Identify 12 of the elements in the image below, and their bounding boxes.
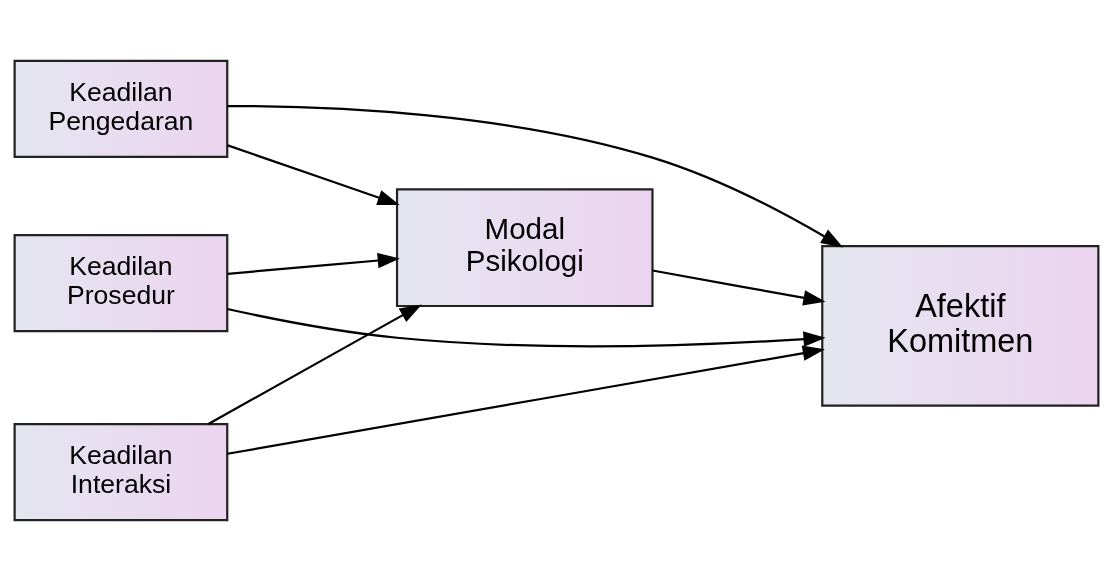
node-box: Modal Psikologi <box>395 188 654 308</box>
arrow <box>227 345 825 455</box>
arrow <box>227 307 826 348</box>
node-box: Keadilan Prosedur <box>13 234 229 333</box>
node-box: Keadilan Interaksi <box>13 423 229 522</box>
arrow <box>652 269 826 306</box>
arrow <box>207 304 422 425</box>
arrow <box>227 252 400 275</box>
node-box: Afektif Komitmen <box>821 245 1100 407</box>
node-box: Keadilan Pengedaran <box>13 59 229 158</box>
arrow <box>227 104 844 248</box>
arrow <box>227 144 400 205</box>
